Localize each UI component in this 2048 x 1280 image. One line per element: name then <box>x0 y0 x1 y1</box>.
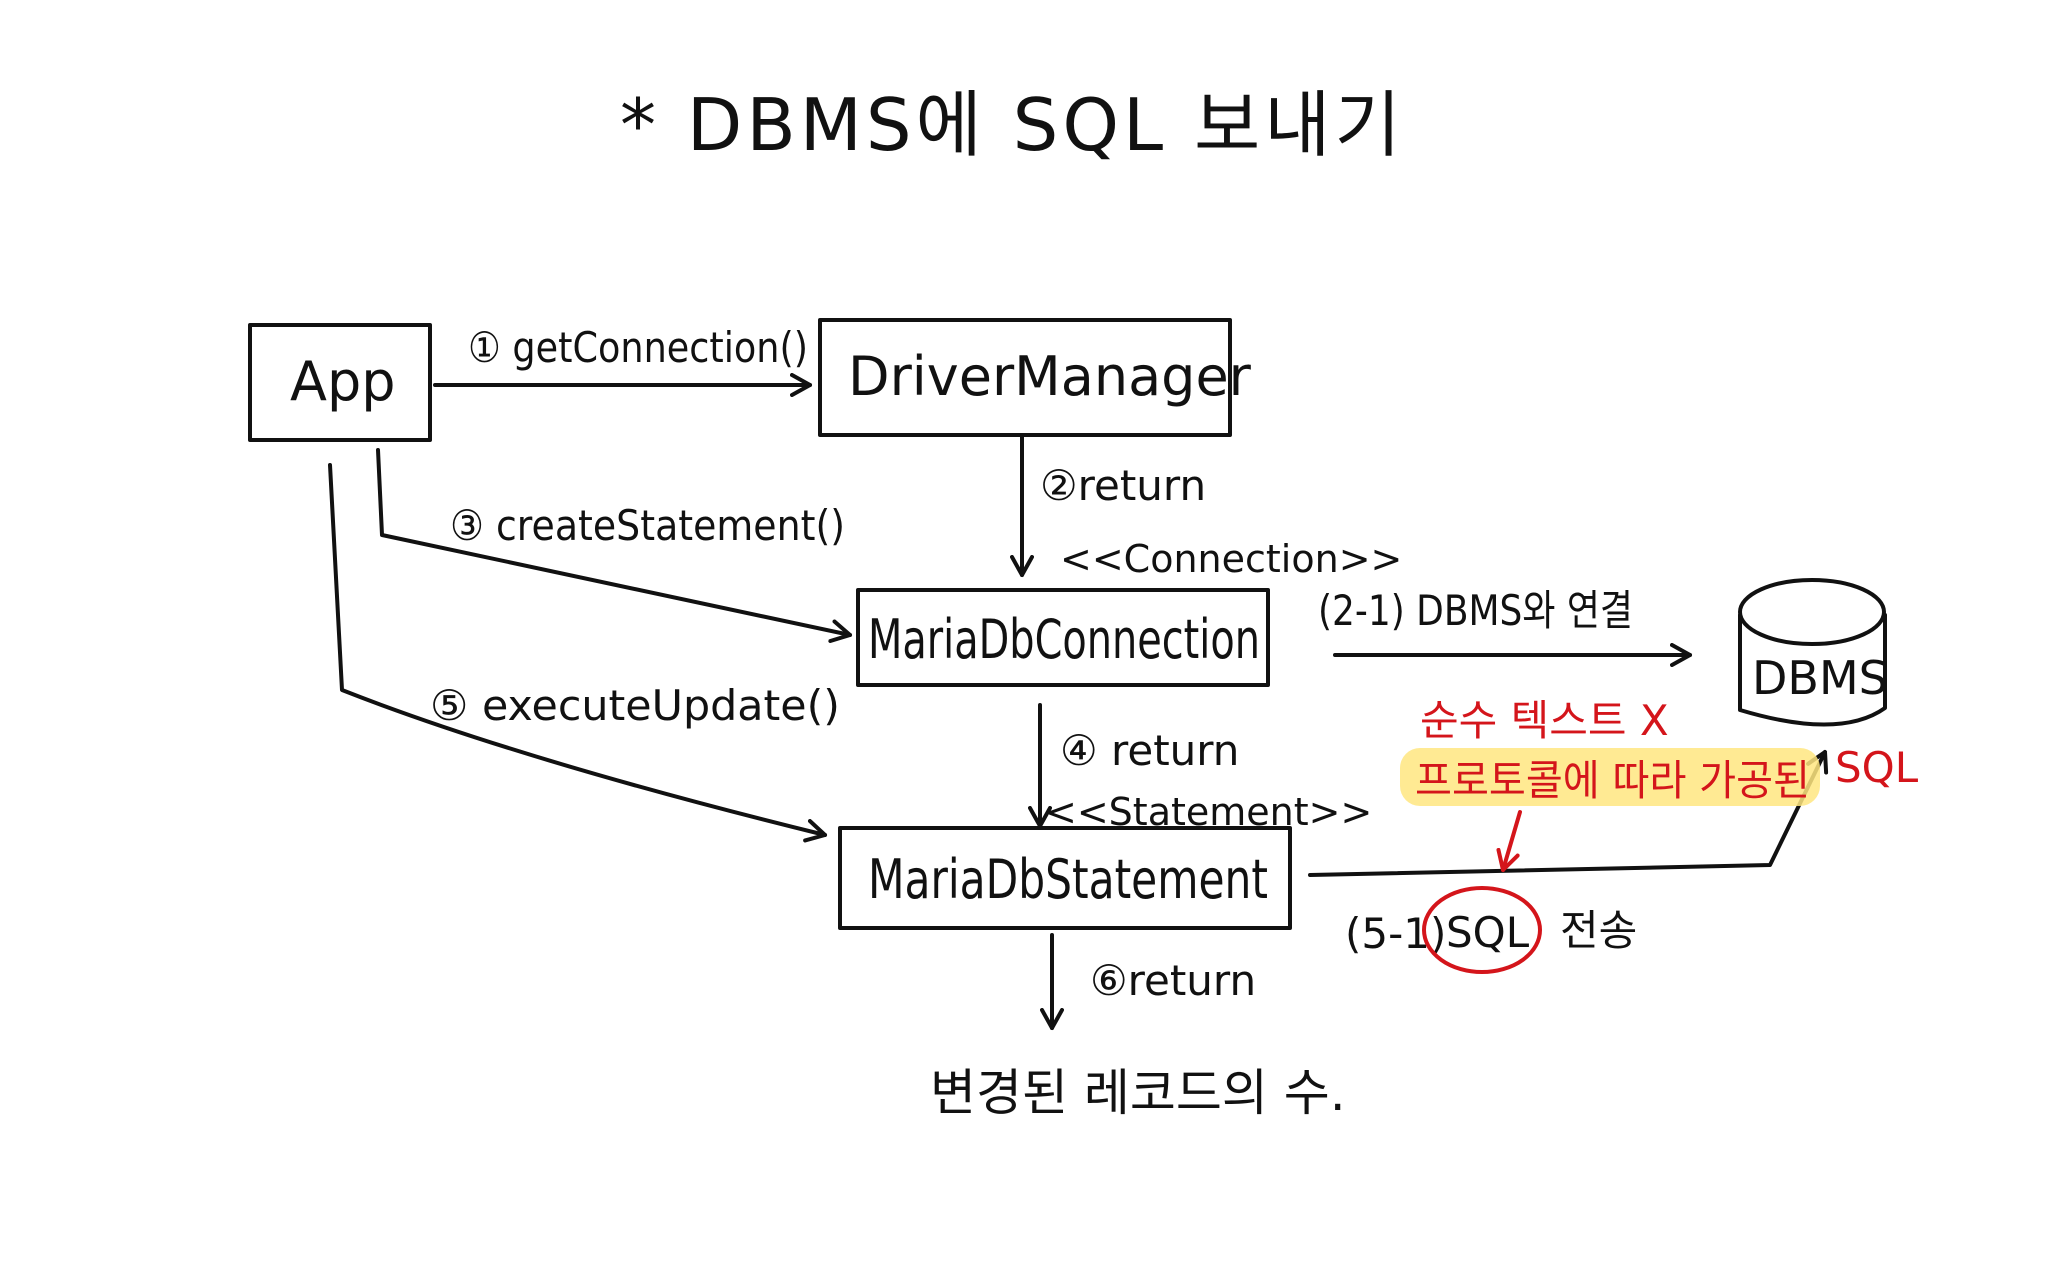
maria-connection-label: MariaDbConnection <box>868 608 1260 671</box>
create-statement-arrow <box>376 448 852 644</box>
execute-update-label: ⑤ executeUpdate() <box>430 681 840 730</box>
protocol-highlight <box>1400 748 1820 806</box>
dbms-connect-label: (2-1) DBMS와 연결 <box>1318 586 1633 635</box>
page-title: * DBMS에 SQL 보내기 <box>620 83 1405 167</box>
protocol-sql-prefix: 프로토콜에 따라 가공된 <box>1415 756 1810 805</box>
result-label: 변경된 레코드의 수. <box>930 1064 1346 1122</box>
app-label: App <box>290 350 396 413</box>
connection-type-label: <<Connection>> <box>1060 537 1402 581</box>
execute-update-arrow <box>328 463 827 843</box>
return-2-label: ②return <box>1040 461 1206 510</box>
maria-statement-label: MariaDbStatement <box>868 848 1268 911</box>
return-4-label: ④ return <box>1060 726 1239 775</box>
sql-send-text: 전송 <box>1560 906 1637 955</box>
note-pointer-arrow <box>1496 810 1522 872</box>
return-6-label: ⑥return <box>1090 956 1256 1005</box>
maria-statement-node: MariaDbStatement <box>838 826 1292 930</box>
sql-circle <box>1422 886 1542 974</box>
not-plain-text-note: 순수 텍스트 X <box>1420 696 1669 745</box>
maria-connection-node: MariaDbConnection <box>856 588 1270 687</box>
statement-type-label: <<Statement>> <box>1045 790 1372 834</box>
dbms-node: DBMS <box>1738 578 1888 727</box>
app-node: App <box>248 323 432 442</box>
driver-manager-node: DriverManager <box>818 318 1252 437</box>
dbms-label: DBMS <box>1752 651 1888 705</box>
protocol-sql-suffix: SQL <box>1835 743 1919 792</box>
driver-manager-label: DriverManager <box>848 345 1252 408</box>
create-statement-label: ③ createStatement() <box>450 501 845 550</box>
sql-send-sql: SQL <box>1446 908 1530 957</box>
get-connection-label: ① getConnection() <box>468 323 808 372</box>
